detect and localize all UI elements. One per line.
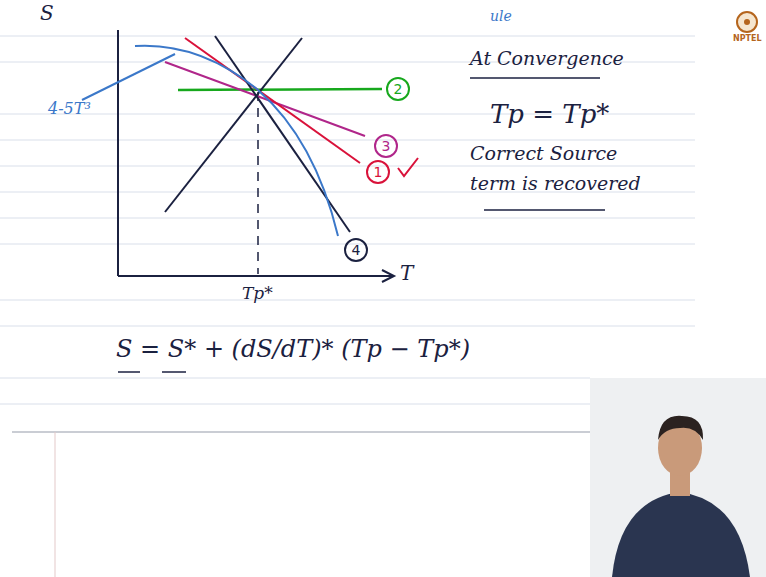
line-1 xyxy=(185,38,360,163)
underline xyxy=(484,209,605,211)
tick-label: Tp* xyxy=(242,284,273,304)
margin-line xyxy=(55,432,56,577)
t-axis xyxy=(118,275,392,277)
axis-arrow xyxy=(382,270,394,282)
circled-number: 3 xyxy=(374,134,398,158)
presenter-video xyxy=(590,378,766,577)
s-axis xyxy=(117,30,119,276)
page-rule xyxy=(12,431,590,433)
line-2 xyxy=(178,89,382,90)
logo-icon xyxy=(737,12,757,32)
note: Correct Source term is recovered xyxy=(470,138,650,199)
partial-word: ule xyxy=(490,8,512,24)
callout-number: 1 xyxy=(374,165,383,179)
line-3 xyxy=(165,62,365,136)
underline xyxy=(162,371,186,373)
circled-number: 1 xyxy=(366,160,390,184)
presenter-hair xyxy=(658,416,703,440)
dashed-line xyxy=(257,92,259,274)
equation: S = S* + (dS/dT)* (Tp − Tp*) xyxy=(116,336,470,364)
source-curve xyxy=(82,54,175,100)
underline xyxy=(118,371,140,373)
circled-number: 4 xyxy=(344,238,368,262)
circled-number: 2 xyxy=(386,77,410,101)
source-curve xyxy=(135,46,338,236)
heading: At Convergence xyxy=(470,48,624,70)
callout-number: 4 xyxy=(352,243,361,257)
line-4 xyxy=(215,36,350,232)
logo-icon xyxy=(744,19,750,25)
callout-number: 2 xyxy=(394,82,403,96)
axis-label: S xyxy=(40,2,54,25)
rising-line xyxy=(165,38,302,212)
presenter-body xyxy=(612,492,750,577)
axis-label: T xyxy=(400,262,413,285)
underline xyxy=(470,77,600,79)
ruled-lines xyxy=(0,36,695,404)
curve-label: 4-5T³ xyxy=(48,100,91,118)
equation: Tp = Tp* xyxy=(490,100,609,130)
check-mark xyxy=(398,158,418,176)
callout-number: 3 xyxy=(382,139,391,153)
logo-text: NPTEL xyxy=(733,34,762,43)
